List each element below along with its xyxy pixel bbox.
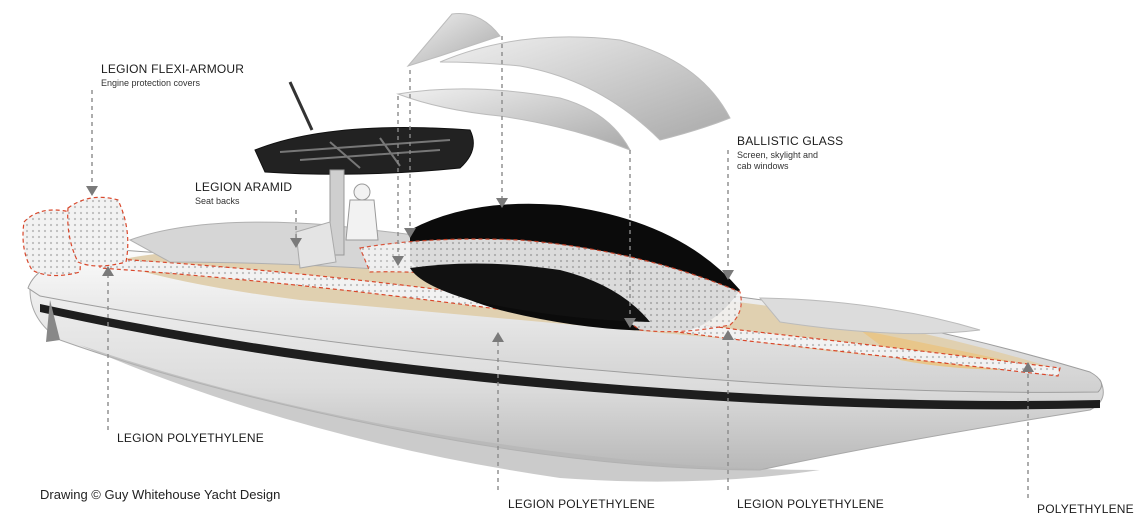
label-poly-left-title: LEGION POLYETHYLENE (117, 431, 264, 445)
engine-leg (46, 300, 60, 342)
rub-strake (40, 304, 1100, 410)
label-flexi-armour-title: LEGION FLEXI-ARMOUR (101, 62, 245, 76)
helmsman-head (353, 183, 371, 201)
label-poly-bow-title: POLYETHYLENE (1037, 502, 1134, 516)
label-ballistic-glass: BALLISTIC GLASS Screen, skylight and cab… (737, 134, 844, 172)
label-ballistic-glass-sub2: cab windows (737, 161, 789, 172)
cabin-window-opening (410, 263, 650, 322)
bow-seating (758, 297, 981, 335)
label-flexi-armour-sub: Engine protection covers (101, 77, 201, 88)
antenna (288, 81, 314, 131)
glass-panel-skylight-left (406, 12, 501, 67)
seat-back (295, 221, 337, 269)
glass-panel-skylight-main (439, 36, 731, 141)
helmsman-body (345, 199, 379, 241)
callout-lines (91, 36, 1029, 498)
credit-text: Drawing © Guy Whitehouse Yacht Design (40, 487, 281, 502)
label-flexi-armour: LEGION FLEXI-ARMOUR Engine protection co… (101, 62, 245, 88)
label-ballistic-glass-title: BALLISTIC GLASS (737, 134, 844, 148)
label-ballistic-glass-sub1: Screen, skylight and (737, 149, 819, 160)
label-aramid: LEGION ARAMID Seat backs (195, 180, 293, 206)
label-poly-right-title: LEGION POLYETHYLENE (737, 497, 884, 511)
t-top-frame (279, 137, 451, 169)
label-aramid-title: LEGION ARAMID (195, 180, 293, 194)
t-top-pillar (329, 169, 345, 256)
engine-cover-rear (22, 209, 81, 277)
hull-underside (80, 345, 820, 482)
label-poly-center: LEGION POLYETHYLENE (508, 497, 655, 512)
callout-arrowheads (86, 186, 1034, 372)
label-aramid-sub: Seat backs (195, 195, 240, 206)
label-poly-bow: POLYETHYLENE (1037, 502, 1134, 517)
label-poly-left: LEGION POLYETHYLENE (117, 431, 264, 446)
label-poly-center-title: LEGION POLYETHYLENE (508, 497, 655, 511)
deck-teak-bow (860, 330, 1050, 371)
label-poly-right: LEGION POLYETHYLENE (737, 497, 884, 512)
engine-cover-front (67, 196, 129, 267)
